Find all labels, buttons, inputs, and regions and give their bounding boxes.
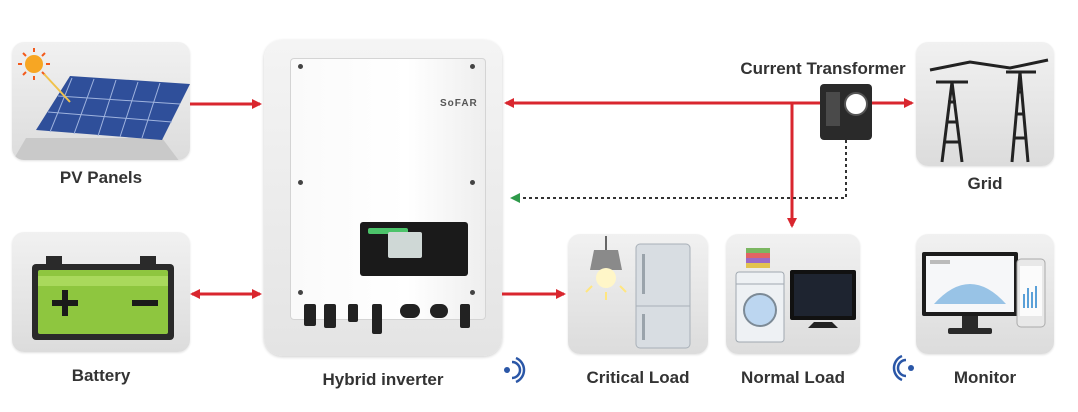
screw-icon xyxy=(298,290,303,295)
screw-icon xyxy=(298,64,303,69)
grid-label: Grid xyxy=(967,174,1003,193)
washing-machine-icon xyxy=(735,248,785,343)
current-transformer-icon xyxy=(820,84,872,140)
solar-panel-icon xyxy=(13,48,190,160)
monitor-card xyxy=(916,234,1054,354)
phone-icon xyxy=(1016,258,1046,328)
lamp-icon xyxy=(585,236,627,300)
inverter-brand: SoFAR xyxy=(440,98,478,109)
screw-icon xyxy=(470,290,475,295)
battery-label: Battery xyxy=(71,366,131,385)
screw-icon xyxy=(470,180,475,185)
battery-icon xyxy=(32,256,174,340)
ct-signal-line xyxy=(510,140,847,203)
monitor-icon xyxy=(922,252,1018,334)
hybrid-inverter-label: Hybrid inverter xyxy=(322,370,444,389)
current-transformer-label: Current Transformer xyxy=(740,59,906,78)
lcd-screen xyxy=(388,232,422,258)
normal-load-card xyxy=(726,234,860,354)
hybrid-inverter: SoFAR xyxy=(264,40,502,356)
connector-icon xyxy=(460,304,470,328)
grid-card xyxy=(916,42,1054,166)
connector-icon xyxy=(324,304,336,328)
pv-panels-card xyxy=(12,42,190,160)
status-light xyxy=(368,228,408,234)
connector-icon xyxy=(430,304,448,318)
monitor-label: Monitor xyxy=(953,368,1017,387)
screw-icon xyxy=(298,180,303,185)
critical-load-card xyxy=(568,234,708,354)
tv-icon xyxy=(790,270,856,328)
inverter-body: SoFAR xyxy=(290,58,486,320)
connector-icon xyxy=(348,304,358,322)
refrigerator-icon xyxy=(635,243,691,349)
inverter-display xyxy=(360,222,468,276)
screw-icon xyxy=(470,64,475,69)
normal-load-label: Normal Load xyxy=(741,368,845,387)
transmission-tower-icon xyxy=(929,58,1049,163)
wifi-icon xyxy=(504,356,526,384)
connector-icon xyxy=(372,304,382,334)
critical-load-label: Critical Load xyxy=(586,368,690,387)
wifi-icon xyxy=(892,354,914,382)
connector-icon xyxy=(400,304,420,318)
battery-card xyxy=(12,232,190,352)
pv-panels-label: PV Panels xyxy=(59,168,143,187)
connector-icon xyxy=(304,304,316,326)
